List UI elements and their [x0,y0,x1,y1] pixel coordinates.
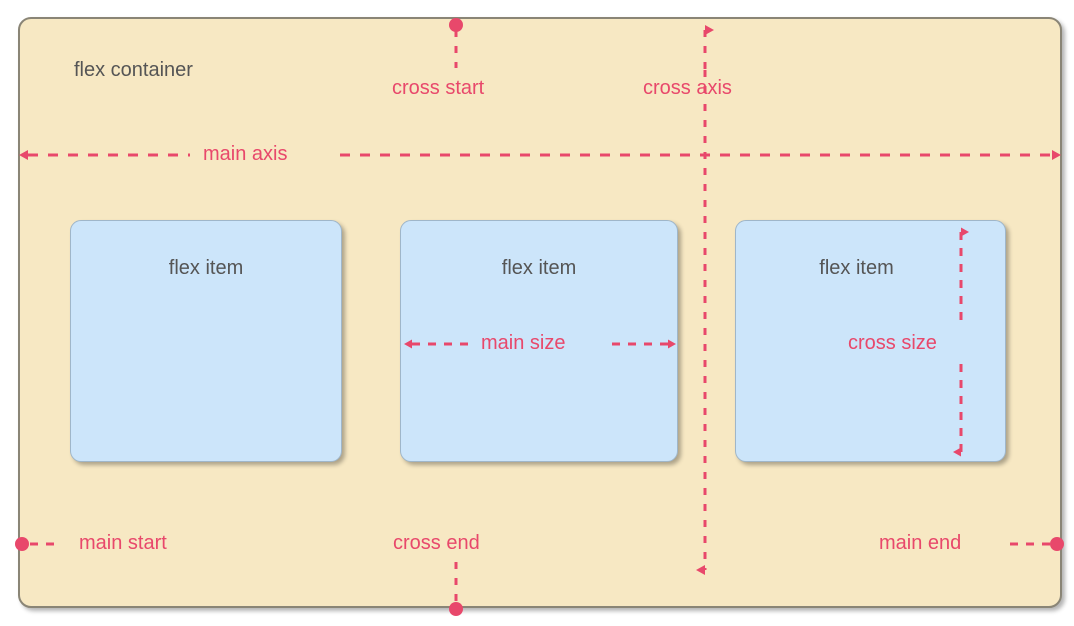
cross-end-label: cross end [393,532,480,554]
main-start-label: main start [79,532,167,554]
cross-size-label: cross size [848,332,937,354]
main-size-label: main size [481,332,566,354]
cross-start-label: cross start [392,77,485,99]
cross-axis-label: cross axis [643,77,732,99]
main-end-label: main end [879,532,962,554]
main-axis-label: main axis [203,143,288,165]
flex-item-2-label: flex item [501,257,577,279]
flex-container-label: flex container [74,59,193,81]
flex-item-1: flex item [70,220,342,462]
flex-item-3-label: flex item [819,257,894,279]
flex-item-1-label: flex item [168,257,244,279]
flex-item-2: flex item [400,220,678,462]
